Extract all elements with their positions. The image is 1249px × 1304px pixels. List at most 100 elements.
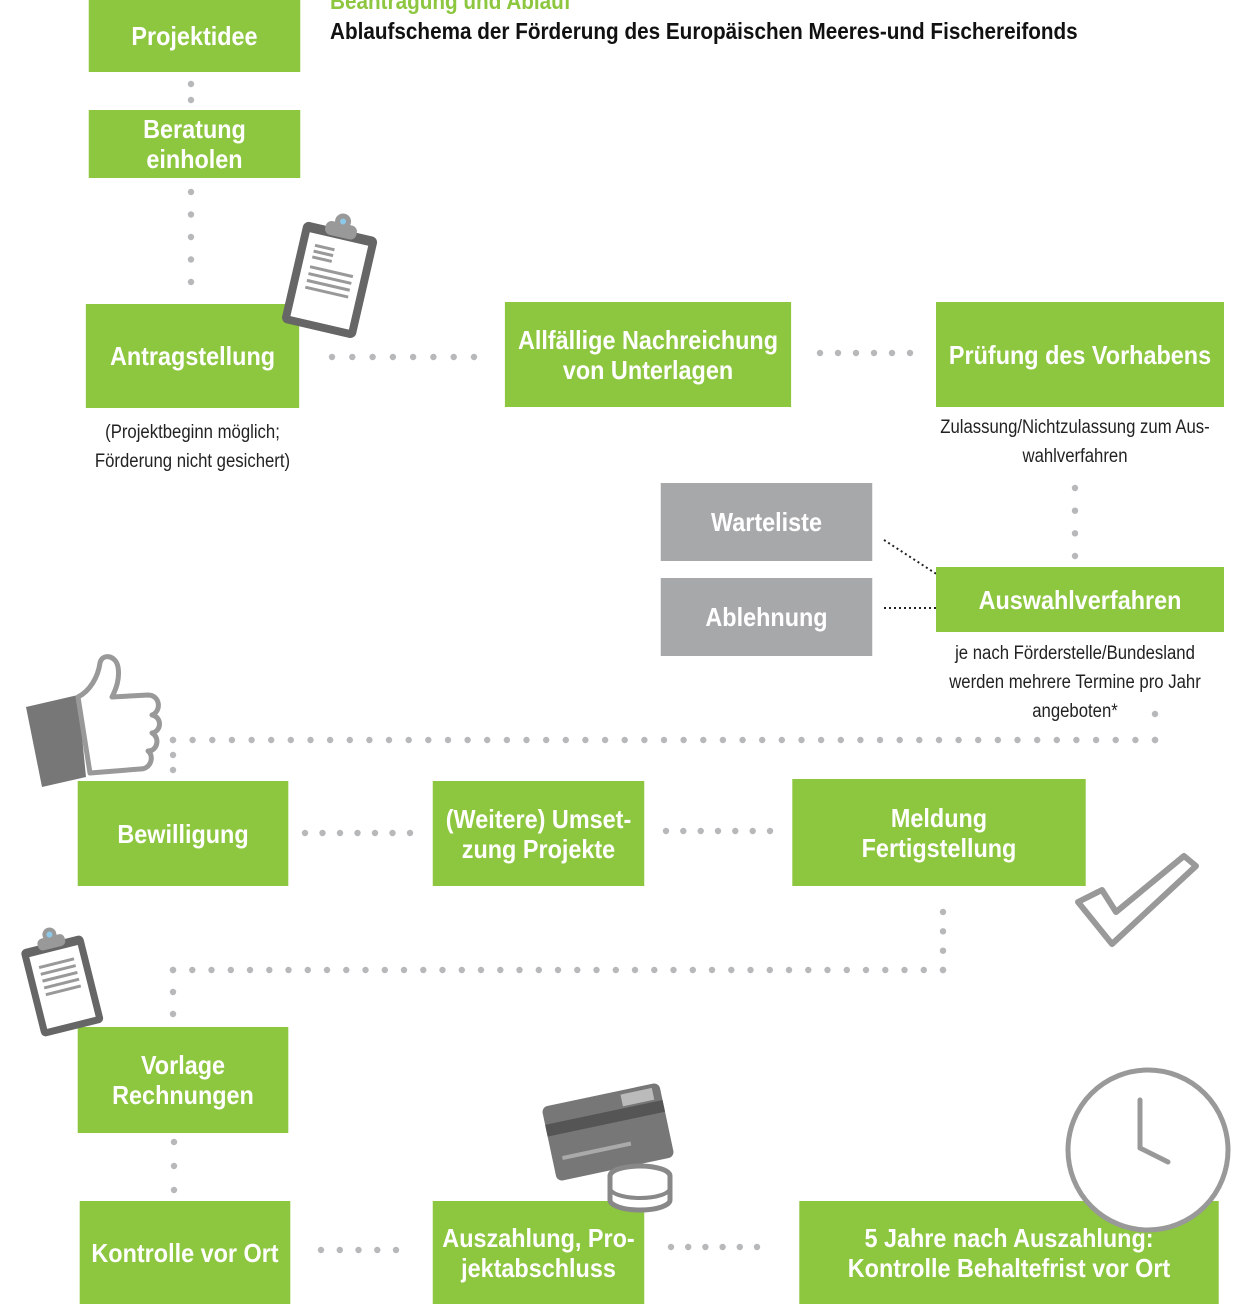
connector-dot [852, 349, 860, 357]
connector-dot [896, 736, 903, 744]
connector-dot [425, 736, 432, 744]
connector-dot [870, 349, 878, 357]
connector-dot [702, 1243, 709, 1251]
step-kontrolle: Kontrolle vor Ort [79, 1201, 291, 1304]
connector-dot [1151, 710, 1159, 718]
connector-dot [470, 353, 478, 361]
connector-dot [670, 966, 677, 974]
connector-dot [343, 966, 350, 974]
connector-dot [523, 736, 530, 744]
connector-dot [187, 80, 195, 88]
step-umsetzung: (Weitere) Umset- zung Projekte [432, 781, 645, 886]
step-projektidee: Projektidee [88, 0, 301, 72]
connector-dot [301, 829, 309, 837]
connector-dot [601, 736, 609, 744]
connector-dot [336, 829, 344, 837]
connector-dot [1132, 736, 1139, 744]
connector-dot [837, 736, 844, 744]
connector-dot [285, 966, 292, 974]
connector-dot [916, 736, 923, 744]
connector-dot [349, 353, 356, 361]
connector-dot [246, 966, 254, 974]
connector-dot [906, 349, 914, 357]
step-pruefung: Prüfung des Vorhabens [936, 302, 1224, 407]
connector-dot [497, 966, 504, 974]
connector-dot [739, 736, 746, 744]
connector-dot [189, 966, 196, 974]
connector-dot [444, 736, 452, 744]
connector-dot [374, 1246, 381, 1254]
connector-dot [187, 256, 195, 263]
step-beratung: Beratung einholen [88, 110, 301, 178]
connector-dot [766, 827, 774, 835]
connector-dot [319, 829, 326, 837]
connector-dot [1071, 507, 1079, 514]
connector-dot [593, 966, 600, 974]
connector-dot [562, 736, 569, 744]
connector-dot [862, 966, 870, 974]
connector-dot [371, 829, 379, 837]
connector-dot [385, 736, 393, 744]
note-auswahlverfahren: je nach Förderstelle/Bundesland werden m… [949, 643, 1201, 722]
connector-dot [736, 1243, 743, 1251]
connector-dot [464, 736, 471, 744]
connector-dot [888, 349, 896, 357]
connector-dot [484, 736, 491, 744]
connector-dot [732, 827, 739, 835]
connector-dot [641, 736, 648, 744]
connector-dot [405, 736, 412, 744]
connector-dot [697, 827, 704, 835]
connector-dot [747, 966, 754, 974]
connector-dot [955, 736, 962, 744]
connector-dot [187, 188, 195, 196]
connector-dot [516, 966, 523, 974]
connector-dot [187, 278, 195, 286]
note-pruefung: Zulassung/Nichtzulassung zum Aus- wahlve… [940, 417, 1210, 467]
step-behaltefrist: 5 Jahre nach Auszahlung: Kontrolle Behal… [799, 1201, 1219, 1304]
connector-dot [719, 736, 727, 744]
connector-dot [355, 1246, 362, 1254]
step-nachreichung: Allfällige Nachreichung von Unterlagen [504, 302, 792, 407]
connector-dot [759, 736, 766, 744]
connector-dot [817, 736, 825, 744]
connector-dot [798, 736, 805, 744]
connector-dot [1014, 736, 1021, 744]
connector-dot [939, 947, 947, 954]
connector-dot [766, 966, 773, 974]
connector-dot [1071, 530, 1079, 537]
connector-dot [785, 966, 793, 974]
connector-dot [392, 1246, 400, 1254]
step-auszahlung: Auszahlung, Pro- jektabschluss [432, 1201, 645, 1304]
connector-dot [287, 736, 294, 744]
connector-dot [543, 736, 550, 744]
connector-dot [778, 736, 785, 744]
connector-dot [651, 966, 658, 974]
connector-dot [389, 353, 397, 361]
connector-dot [685, 1243, 692, 1251]
step-antragstellung: Antragstellung [85, 304, 300, 408]
connector-dot [1034, 736, 1041, 744]
connector-dot [381, 966, 388, 974]
connector-dot [708, 966, 716, 974]
connector-dot [362, 966, 369, 974]
connector-dot [714, 827, 722, 835]
connector-dot [208, 966, 215, 974]
connector-dot [612, 966, 619, 974]
connector-dot [574, 966, 581, 974]
connector-dot [187, 211, 195, 218]
connector-dot [1071, 552, 1079, 560]
connector-dot [901, 966, 908, 974]
connector-dot [169, 988, 177, 996]
connector-dot [1092, 736, 1100, 744]
connector-dot [824, 966, 831, 974]
connector-dot [975, 736, 982, 744]
connector-dot [920, 966, 927, 974]
connector-dot [268, 736, 275, 744]
connector-dot [939, 908, 947, 916]
connector-dot [326, 736, 334, 744]
connector-dot [420, 966, 427, 974]
connector-dot [477, 966, 485, 974]
connector-dot [328, 353, 336, 361]
connector-dot [834, 349, 842, 357]
